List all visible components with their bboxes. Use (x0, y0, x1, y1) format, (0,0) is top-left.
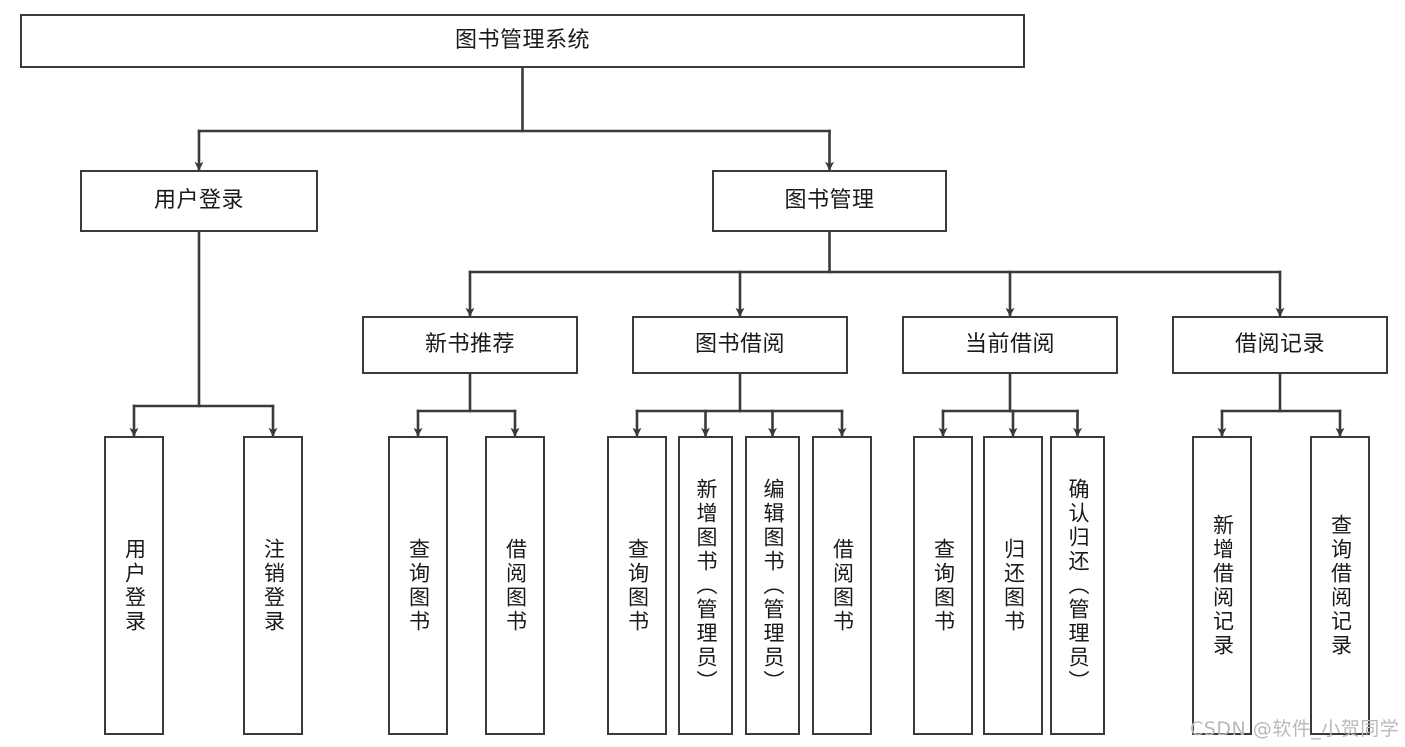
node-newbook: 新书推荐 (362, 316, 578, 374)
node-label: 新书推荐 (424, 332, 515, 358)
node-leaf-login-2: 注销登录 (243, 436, 303, 735)
node-leaf-login-1: 用户登录 (104, 436, 164, 735)
node-label: 借阅图书 (503, 537, 528, 634)
node-login: 用户登录 (80, 170, 318, 232)
node-label: 归还图书 (1001, 537, 1026, 634)
csdn-watermark: CSDN @软件_小贺同学 (1190, 718, 1400, 740)
node-borrow: 图书借阅 (632, 316, 848, 374)
node-label: 新增借阅记录 (1210, 513, 1235, 658)
node-leaf-borrow-1: 查询图书 (607, 436, 667, 735)
node-label: 用户登录 (122, 537, 147, 634)
node-leaf-borrow-4: 借阅图书 (812, 436, 872, 735)
node-current: 当前借阅 (902, 316, 1118, 374)
node-leaf-cur-2: 归还图书 (983, 436, 1043, 735)
node-label: 查询图书 (625, 537, 650, 634)
node-leaf-cur-1: 查询图书 (913, 436, 973, 735)
node-leaf-new-2: 借阅图书 (485, 436, 545, 735)
node-label: 查询图书 (931, 537, 956, 634)
node-leaf-cur-3: 确认归还（管理员） (1050, 436, 1105, 735)
node-records: 借阅记录 (1172, 316, 1388, 374)
node-label: 借阅图书 (830, 537, 855, 634)
node-label: 图书借阅 (694, 332, 785, 358)
node-label: 查询图书 (406, 537, 431, 634)
node-root: 图书管理系统 (20, 14, 1025, 68)
node-label: 查询借阅记录 (1328, 513, 1353, 658)
node-leaf-borrow-2: 新增图书（管理员） (678, 436, 733, 735)
node-label: 图书管理 (784, 188, 875, 214)
node-leaf-new-1: 查询图书 (388, 436, 448, 735)
node-label: 编辑图书（管理员） (761, 477, 785, 694)
node-leaf-rec-2: 查询借阅记录 (1310, 436, 1370, 735)
node-label: 确认归还（管理员） (1066, 477, 1090, 694)
node-label: 新增图书（管理员） (694, 477, 718, 694)
node-label: 当前借阅 (964, 332, 1055, 358)
node-label: 注销登录 (261, 537, 286, 634)
node-bookmgmt: 图书管理 (712, 170, 947, 232)
node-leaf-borrow-3: 编辑图书（管理员） (745, 436, 800, 735)
node-label: 借阅记录 (1234, 332, 1325, 358)
node-label: 图书管理系统 (454, 28, 590, 54)
node-leaf-rec-1: 新增借阅记录 (1192, 436, 1252, 735)
node-label: 用户登录 (153, 188, 244, 214)
